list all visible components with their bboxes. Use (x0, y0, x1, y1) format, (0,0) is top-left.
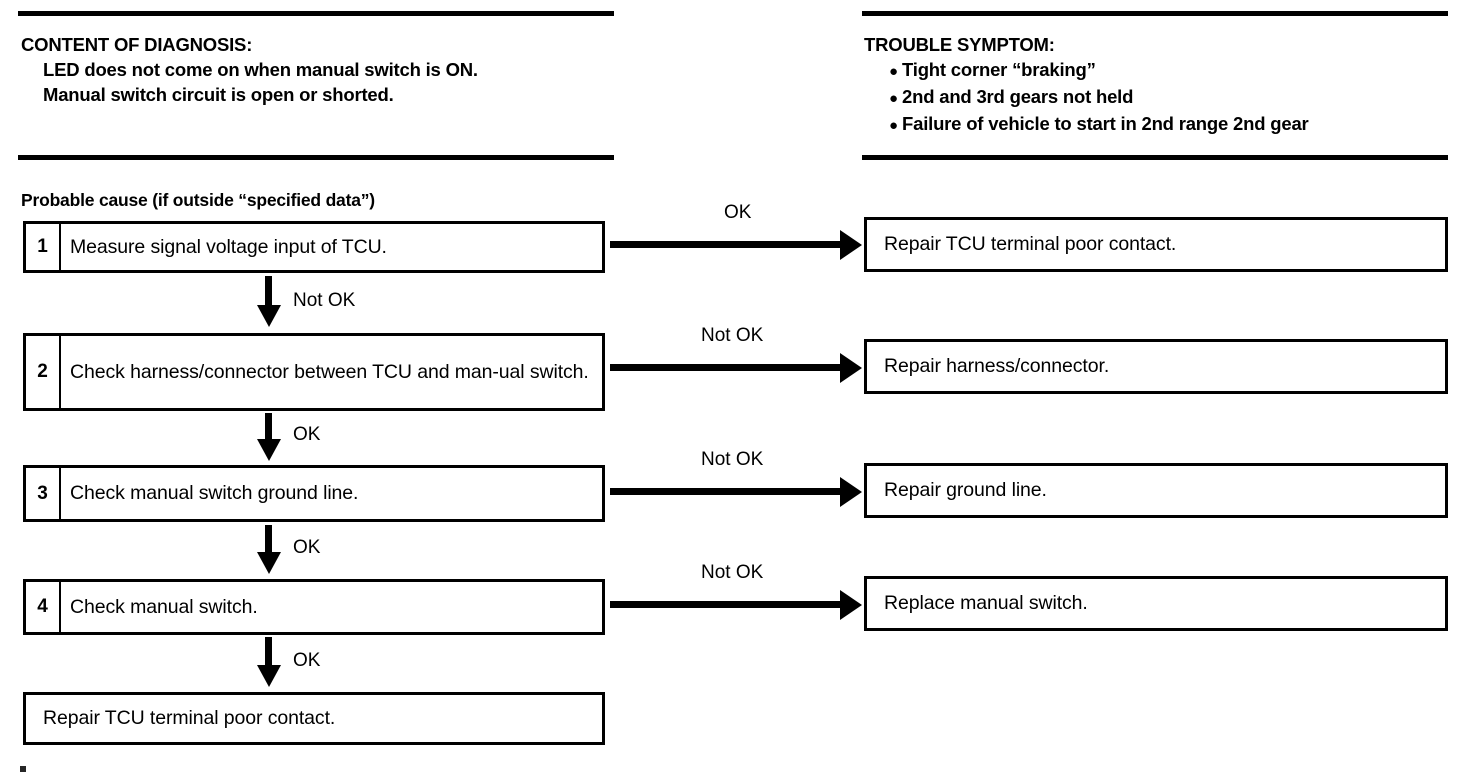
step-number-3: 3 (26, 468, 61, 519)
result-box-3[interactable]: Repair ground line. (864, 463, 1448, 518)
final-outcome-text: Repair TCU terminal poor contact. (43, 707, 336, 729)
connector-stem (265, 525, 272, 558)
rule-left-top (18, 11, 614, 16)
horizontal-connector-label-1: OK (724, 202, 752, 223)
rule-right-top (862, 11, 1448, 16)
rule-right-middle (862, 155, 1448, 160)
step-box-1[interactable]: 1 Measure signal voltage input of TCU. (23, 221, 605, 273)
content-of-diagnosis-block: CONTENT OF DIAGNOSIS: LED does not come … (21, 33, 478, 107)
arrow-right-icon (840, 590, 862, 620)
result-text-3: Repair ground line. (884, 479, 1047, 501)
horizontal-connector-label-4: Not OK (701, 562, 764, 583)
scan-artifact (20, 766, 26, 772)
result-text-1: Repair TCU terminal poor contact. (884, 233, 1177, 255)
trouble-symptom-item-label: Tight corner “braking” (902, 59, 1096, 80)
result-text-4: Replace manual switch. (884, 592, 1088, 614)
bullet-icon: ● (889, 117, 898, 134)
horizontal-connector-1: OK (610, 203, 864, 265)
arrow-right-icon (840, 477, 862, 507)
connector-stem (265, 637, 272, 671)
trouble-symptom-item: ● Failure of vehicle to start in 2nd ran… (889, 111, 1309, 138)
vertical-connector-label-3: OK (293, 537, 321, 558)
vertical-connector-label-1: Not OK (293, 290, 356, 311)
arrow-down-icon (257, 439, 281, 461)
trouble-symptom-title: TROUBLE SYMPTOM: (864, 34, 1055, 55)
trouble-symptom-item-label: 2nd and 3rd gears not held (902, 86, 1134, 107)
content-of-diagnosis-line-1: LED does not come on when manual switch … (43, 59, 478, 80)
result-box-1[interactable]: Repair TCU terminal poor contact. (864, 217, 1448, 272)
vertical-connector-4: OK (238, 637, 320, 692)
connector-stem (610, 488, 842, 495)
result-box-2[interactable]: Repair harness/connector. (864, 339, 1448, 394)
arrow-right-icon (840, 230, 862, 260)
step-number-1: 1 (26, 224, 61, 270)
vertical-connector-2: OK (238, 413, 320, 465)
arrow-down-icon (257, 665, 281, 687)
step-text-4: Check manual switch. (70, 595, 258, 618)
arrow-down-icon (257, 305, 281, 327)
bullet-icon: ● (889, 63, 898, 80)
step-text-2: Check harness/connector between TCU and … (70, 360, 589, 383)
bullet-icon: ● (889, 90, 898, 107)
probable-cause-caption: Probable cause (if outside “specified da… (21, 190, 375, 210)
content-of-diagnosis-line-2: Manual switch circuit is open or shorted… (43, 84, 394, 105)
final-outcome-box[interactable]: Repair TCU terminal poor contact. (23, 692, 605, 745)
result-text-2: Repair harness/connector. (884, 355, 1110, 377)
step-number-4: 4 (26, 582, 61, 632)
vertical-connector-label-2: OK (293, 424, 321, 445)
vertical-connector-1: Not OK (238, 276, 355, 333)
step-number-2: 2 (26, 336, 61, 408)
content-of-diagnosis-title: CONTENT OF DIAGNOSIS: (21, 34, 253, 55)
step-box-4[interactable]: 4 Check manual switch. (23, 579, 605, 635)
rule-left-middle (18, 155, 614, 160)
connector-stem (610, 601, 842, 608)
connector-stem (610, 241, 842, 248)
horizontal-connector-label-2: Not OK (701, 325, 764, 346)
connector-stem (265, 276, 272, 311)
step-text-1: Measure signal voltage input of TCU. (70, 235, 387, 258)
connector-stem (610, 364, 842, 371)
step-text-3: Check manual switch ground line. (70, 482, 359, 504)
step-box-3[interactable]: 3 Check manual switch ground line. (23, 465, 605, 522)
arrow-down-icon (257, 552, 281, 574)
trouble-symptom-block: TROUBLE SYMPTOM: ● Tight corner “braking… (864, 33, 1309, 138)
result-box-4[interactable]: Replace manual switch. (864, 576, 1448, 631)
trouble-symptom-item-label: Failure of vehicle to start in 2nd range… (902, 113, 1309, 134)
arrow-right-icon (840, 353, 862, 383)
horizontal-connector-label-3: Not OK (701, 449, 764, 470)
vertical-connector-3: OK (238, 525, 320, 579)
step-box-2[interactable]: 2 Check harness/connector between TCU an… (23, 333, 605, 411)
horizontal-connector-2: Not OK (610, 326, 864, 388)
trouble-symptom-item: ● Tight corner “braking” (889, 57, 1309, 84)
horizontal-connector-3: Not OK (610, 450, 864, 512)
trouble-symptom-item: ● 2nd and 3rd gears not held (889, 84, 1309, 111)
vertical-connector-label-4: OK (293, 650, 321, 671)
horizontal-connector-4: Not OK (610, 563, 864, 625)
connector-stem (265, 413, 272, 445)
